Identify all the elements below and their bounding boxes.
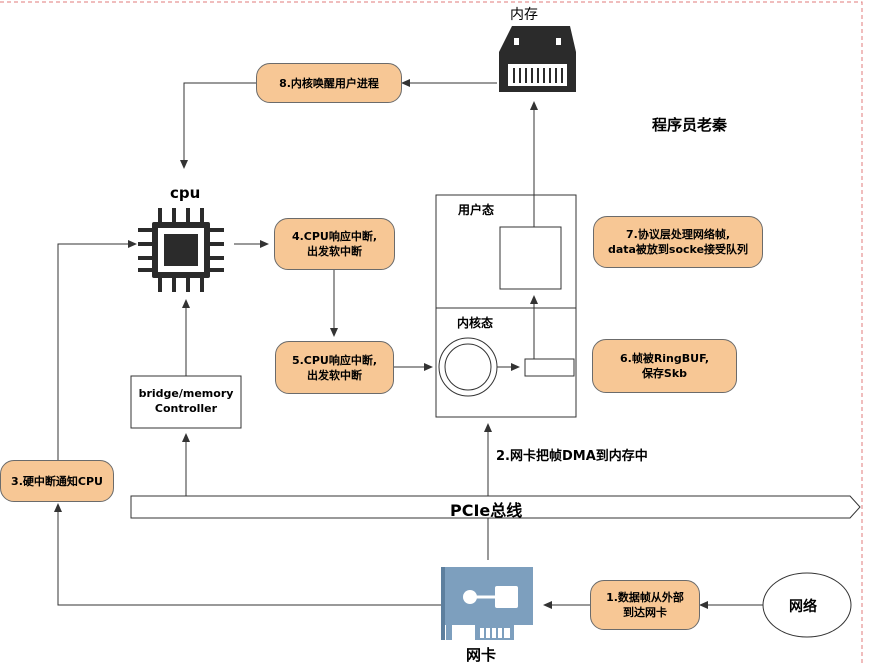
network-label: 网络: [789, 599, 817, 615]
kernel-space-label: 内核态: [457, 316, 494, 330]
step1-line2: 到达网卡: [623, 606, 667, 619]
cpu-chip-icon: [138, 208, 224, 292]
watermark-text: 程序员老秦: [652, 116, 728, 134]
memory-label: 内存: [510, 7, 538, 23]
step-6-ringbuf-skb: 6.帧被RingBUF, 保存Skb: [592, 339, 737, 393]
step-7-protocol-layer: 7.协议层处理网络帧, data被放到socke接受队列: [593, 216, 763, 268]
step3-text: 3.硬中断通知CPU: [11, 474, 103, 488]
pcie-bus-label: PCIe总线: [450, 501, 523, 520]
bridge-label-line1: bridge/memory: [138, 387, 234, 400]
step6-line1: 6.帧被RingBUF,: [619, 352, 710, 365]
user-space-label: 用户态: [458, 203, 495, 217]
arrow-nic-to-step3: [54, 503, 441, 606]
cpu-label: cpu: [170, 184, 201, 202]
step5-line1: 5.CPU响应中断,: [291, 353, 378, 367]
step7-line2: data被放到socke接受队列: [607, 243, 749, 256]
bridge-label-line2: Controller: [154, 402, 218, 415]
step-4-cpu-softirq: 4.CPU响应中断, 出发软中断: [274, 218, 395, 270]
step-5-cpu-softirq: 5.CPU响应中断,出发软中断: [275, 341, 394, 394]
nic-label: 网卡: [466, 646, 497, 664]
step-8-wake-user-process: 8.内核唤醒用户进程: [256, 63, 402, 103]
skb-box: [524, 358, 575, 377]
arrow-step8-to-cpu: [180, 82, 256, 169]
nic-card-icon: [441, 567, 533, 640]
dma-step-label: 2.网卡把帧DMA到内存中: [496, 449, 648, 464]
step4-line1: 4.CPU响应中断,: [291, 230, 378, 243]
step8-text: 8.内核唤醒用户进程: [279, 76, 379, 90]
step-1-frame-arrives: 1.数据帧从外部到达网卡: [590, 580, 700, 630]
step7-line1: 7.协议层处理网络帧,: [625, 228, 730, 241]
step6-line2: 保存Skb: [641, 367, 688, 380]
ringbuffer-inner-circle: [444, 343, 492, 391]
step-3-hard-irq: 3.硬中断通知CPU: [0, 460, 114, 502]
bridge-controller-label: bridge/memory Controller: [131, 386, 241, 416]
bridge-controller-box: [130, 375, 242, 429]
arrow-step3-to-cpu: [57, 240, 137, 460]
memory-icon: [499, 26, 576, 92]
step5-line2: 出发软中断: [306, 368, 362, 382]
socket-queue-box: [499, 226, 562, 290]
step4-line2: 出发软中断: [306, 245, 362, 258]
pcie-bus-arrow: [130, 495, 861, 519]
step1-line1: 1.数据帧从外部: [606, 591, 684, 604]
